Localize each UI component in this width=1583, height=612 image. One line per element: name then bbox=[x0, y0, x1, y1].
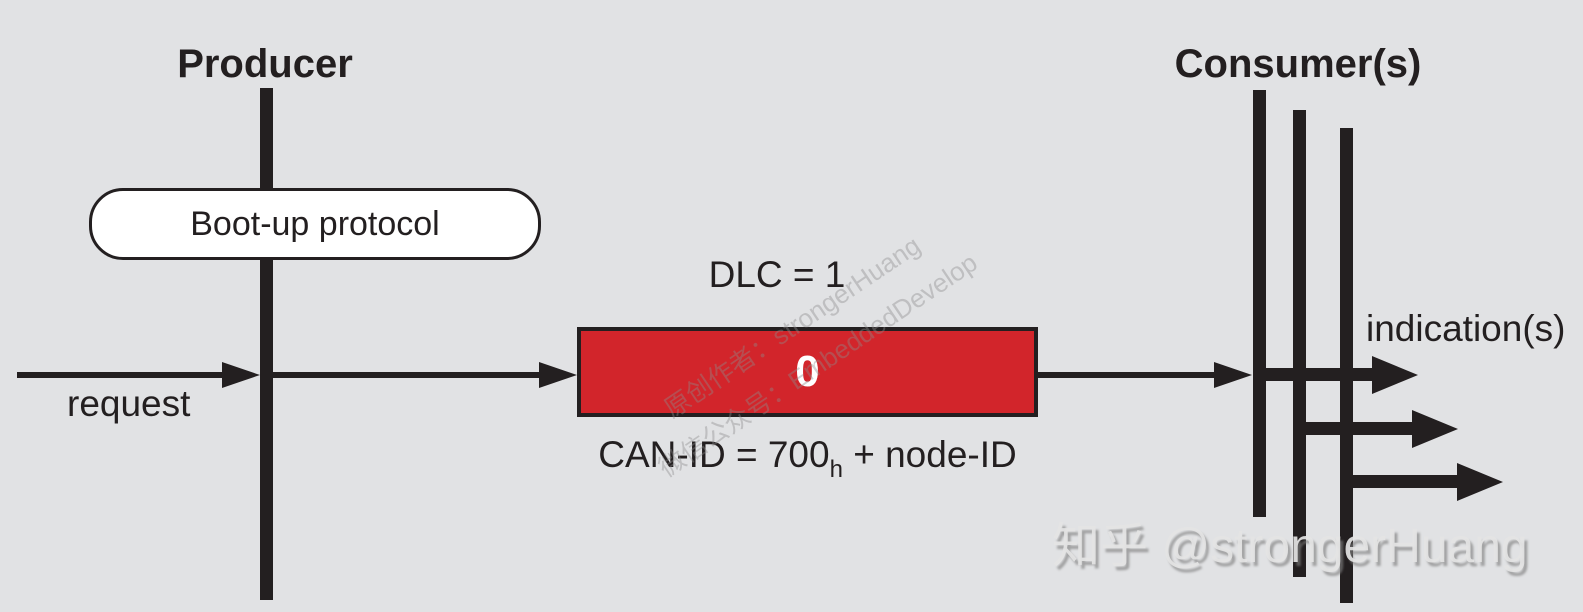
request-arrow-shaft bbox=[17, 372, 225, 378]
producer-to-frame-arrow-shaft bbox=[273, 372, 541, 378]
consumer-lifeline-1 bbox=[1253, 90, 1266, 517]
bootup-protocol-box: Boot-up protocol bbox=[89, 188, 541, 260]
request-arrowhead bbox=[222, 362, 260, 388]
can-id-subscript: h bbox=[829, 456, 843, 483]
can-frame-box: 0 bbox=[577, 327, 1038, 417]
can-id-prefix: CAN-ID = 700 bbox=[598, 434, 830, 475]
producer-heading: Producer bbox=[177, 42, 353, 86]
consumer-lifeline-3 bbox=[1340, 128, 1353, 603]
producer-to-frame-arrowhead bbox=[539, 362, 577, 388]
frame-to-consumer-arrowhead bbox=[1214, 362, 1252, 388]
indication-label: indication(s) bbox=[1366, 308, 1566, 349]
can-id-label: CAN-ID = 700h + node-ID bbox=[577, 434, 1038, 484]
consumers-heading: Consumer(s) bbox=[1174, 42, 1422, 86]
producer-lifeline bbox=[260, 88, 273, 600]
bootup-protocol-label: Boot-up protocol bbox=[190, 204, 440, 243]
consumer-lifeline-2 bbox=[1293, 110, 1306, 577]
indication-arrow-3-head bbox=[1457, 463, 1503, 501]
indication-arrow-2-head bbox=[1412, 410, 1458, 448]
can-frame-value: 0 bbox=[795, 347, 820, 396]
indication-arrow-1-shaft bbox=[1253, 368, 1373, 381]
indication-arrow-3-shaft bbox=[1340, 475, 1458, 488]
indication-arrow-2-shaft bbox=[1293, 422, 1413, 435]
zhihu-watermark: 知乎 @strongerHuang bbox=[1052, 520, 1528, 573]
frame-to-consumer-arrow-shaft bbox=[1038, 372, 1216, 378]
request-label: request bbox=[67, 383, 191, 424]
indication-arrow-1-head bbox=[1372, 356, 1418, 394]
can-id-suffix: + node-ID bbox=[842, 434, 1017, 475]
dlc-label: DLC = 1 bbox=[708, 254, 846, 295]
